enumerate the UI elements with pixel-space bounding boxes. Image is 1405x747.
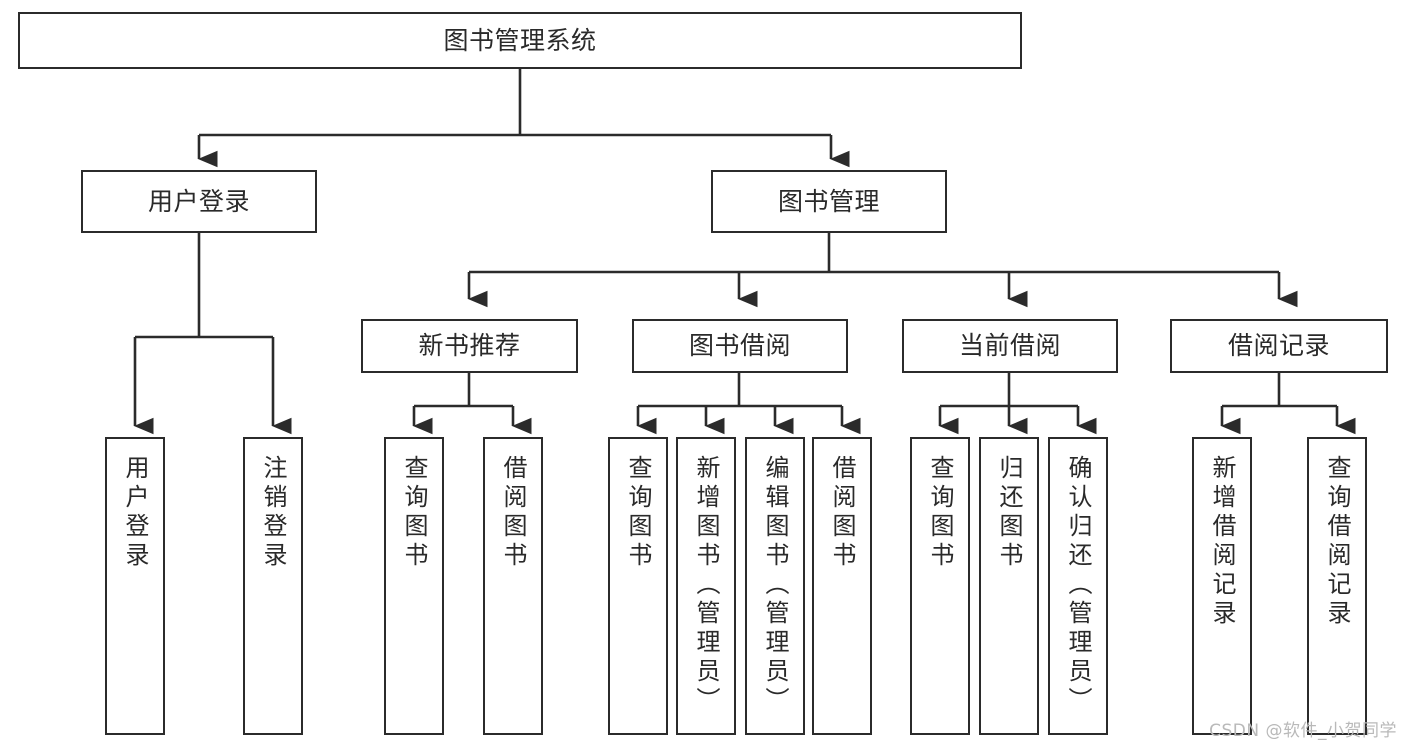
node-new-book-recommend-label: 新书推荐 bbox=[418, 331, 521, 361]
node-book-manage[interactable]: 图书管理 bbox=[711, 170, 947, 233]
node-leaf-user-logout-label: 注销登录 bbox=[259, 455, 287, 571]
node-leaf-add-book-label: 新增图书（管理员） bbox=[692, 455, 720, 716]
node-book-borrow[interactable]: 图书借阅 bbox=[632, 319, 848, 373]
node-leaf-add-record[interactable]: 新增借阅记录 bbox=[1192, 437, 1252, 735]
node-new-book-recommend[interactable]: 新书推荐 bbox=[361, 319, 578, 373]
node-leaf-query-book-2[interactable]: 查询图书 bbox=[608, 437, 668, 735]
node-book-manage-label: 图书管理 bbox=[777, 186, 880, 216]
node-leaf-confirm-return-label: 确认归还（管理员） bbox=[1064, 455, 1092, 716]
node-root-label: 图书管理系统 bbox=[443, 25, 597, 55]
node-borrow-record[interactable]: 借阅记录 bbox=[1170, 319, 1388, 373]
node-current-borrow-label: 当前借阅 bbox=[958, 331, 1061, 361]
node-current-borrow[interactable]: 当前借阅 bbox=[902, 319, 1118, 373]
node-leaf-borrow-book-1[interactable]: 借阅图书 bbox=[483, 437, 543, 735]
node-leaf-edit-book[interactable]: 编辑图书（管理员） bbox=[745, 437, 805, 735]
node-leaf-query-book-1-label: 查询图书 bbox=[400, 455, 428, 571]
node-leaf-return-book[interactable]: 归还图书 bbox=[979, 437, 1039, 735]
node-leaf-query-book-2-label: 查询图书 bbox=[624, 455, 652, 571]
node-leaf-user-login[interactable]: 用户登录 bbox=[105, 437, 165, 735]
node-leaf-confirm-return[interactable]: 确认归还（管理员） bbox=[1048, 437, 1108, 735]
node-leaf-query-book-1[interactable]: 查询图书 bbox=[384, 437, 444, 735]
node-leaf-add-book[interactable]: 新增图书（管理员） bbox=[676, 437, 736, 735]
node-borrow-record-label: 借阅记录 bbox=[1227, 331, 1330, 361]
node-user-login-label: 用户登录 bbox=[147, 186, 250, 216]
node-root[interactable]: 图书管理系统 bbox=[18, 12, 1022, 69]
node-leaf-user-logout[interactable]: 注销登录 bbox=[243, 437, 303, 735]
csdn-watermark: CSDN @软件_小贺同学 bbox=[1209, 721, 1397, 741]
node-leaf-edit-book-label: 编辑图书（管理员） bbox=[761, 455, 789, 716]
node-book-borrow-label: 图书借阅 bbox=[688, 331, 791, 361]
node-leaf-return-book-label: 归还图书 bbox=[995, 455, 1023, 571]
node-leaf-query-record[interactable]: 查询借阅记录 bbox=[1307, 437, 1367, 735]
node-leaf-borrow-book-2[interactable]: 借阅图书 bbox=[812, 437, 872, 735]
node-leaf-add-record-label: 新增借阅记录 bbox=[1208, 455, 1236, 629]
node-leaf-borrow-book-1-label: 借阅图书 bbox=[499, 455, 527, 571]
node-leaf-query-record-label: 查询借阅记录 bbox=[1323, 455, 1351, 629]
node-user-login[interactable]: 用户登录 bbox=[81, 170, 317, 233]
node-leaf-borrow-book-2-label: 借阅图书 bbox=[828, 455, 856, 571]
node-leaf-query-book-3[interactable]: 查询图书 bbox=[910, 437, 970, 735]
node-leaf-user-login-label: 用户登录 bbox=[121, 455, 149, 571]
node-leaf-query-book-3-label: 查询图书 bbox=[926, 455, 954, 571]
